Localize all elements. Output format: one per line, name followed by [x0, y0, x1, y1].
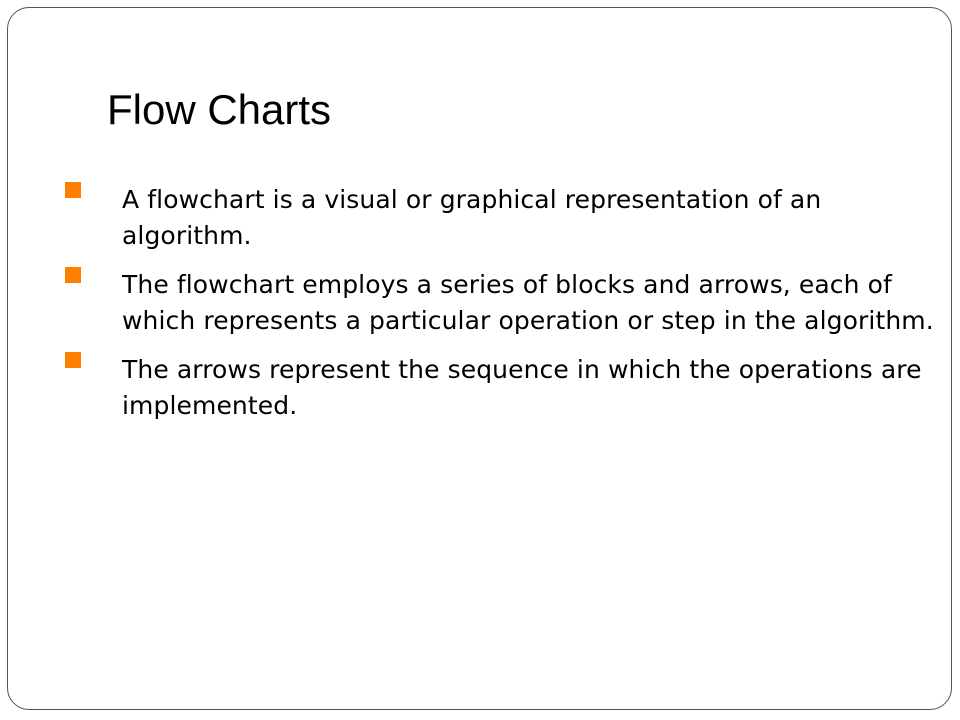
bullet-item: The arrows represent the sequence in whi… — [64, 352, 956, 424]
square-bullet-icon — [65, 182, 81, 198]
square-bullet-icon — [65, 352, 81, 368]
bullet-list: A flowchart is a visual or graphical rep… — [64, 182, 956, 437]
slide-frame — [7, 7, 952, 710]
bullet-text: The flowchart employs a series of blocks… — [122, 270, 934, 335]
bullet-text: The arrows represent the sequence in whi… — [122, 355, 922, 420]
square-bullet-icon — [65, 267, 81, 283]
bullet-item: A flowchart is a visual or graphical rep… — [64, 182, 956, 254]
slide-title: Flow Charts — [107, 86, 332, 133]
bullet-item: The flowchart employs a series of blocks… — [64, 267, 956, 339]
bullet-text: A flowchart is a visual or graphical rep… — [122, 185, 822, 250]
